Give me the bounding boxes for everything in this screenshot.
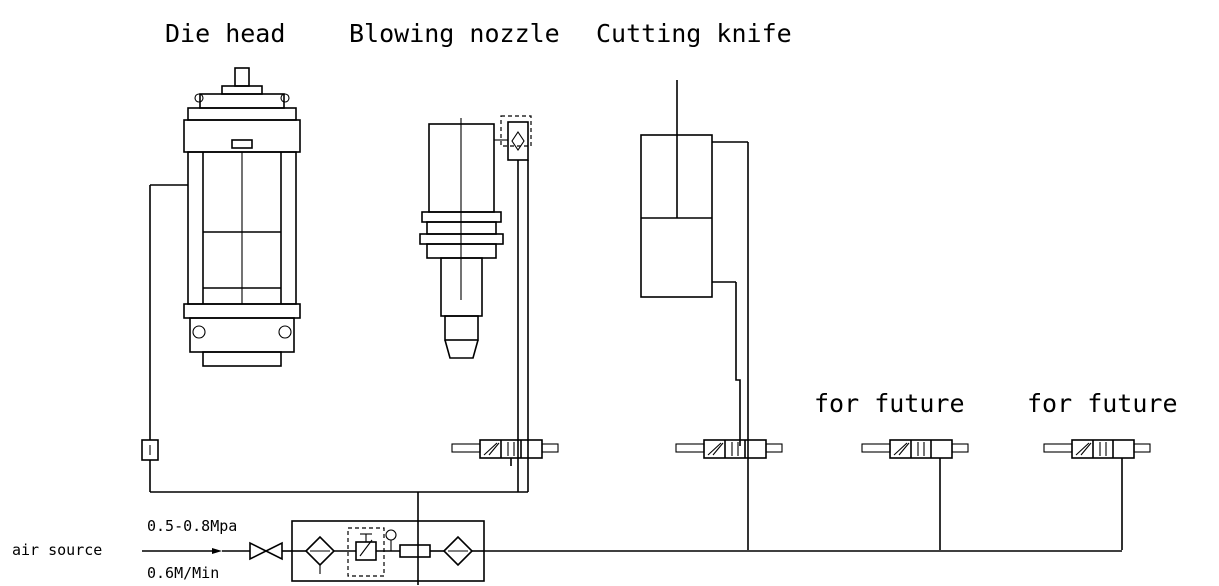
flow-label: 0.6M/Min (147, 564, 219, 582)
die-head-line (141, 184, 528, 585)
air-source-label: air source (12, 541, 102, 559)
cutting-knife-label: Cutting knife (596, 19, 792, 48)
solenoid-valve-1 (451, 439, 559, 466)
die-head (183, 67, 301, 367)
pressure-label: 0.5-0.8Mpa (147, 517, 237, 535)
for-future-label-2: for future (1027, 389, 1178, 418)
cutting-knife-cylinder (640, 80, 748, 298)
blowing-nozzle (419, 115, 532, 359)
ball-valve-icon (249, 541, 283, 561)
solenoid-valve-3 (861, 439, 969, 459)
nozzle-valve-box (507, 121, 529, 161)
flow-arrow-icon (212, 548, 222, 554)
knife-line-a (735, 282, 741, 446)
for-future-label-1: for future (814, 389, 965, 418)
filter-regulator-lubricator-icon (291, 520, 485, 582)
blowing-nozzle-label: Blowing nozzle (349, 19, 560, 48)
check-valve-icon (511, 131, 525, 151)
solenoid-valve-4 (1043, 439, 1151, 459)
solenoid-valve-2 (675, 439, 783, 459)
die-head-label: Die head (165, 19, 285, 48)
